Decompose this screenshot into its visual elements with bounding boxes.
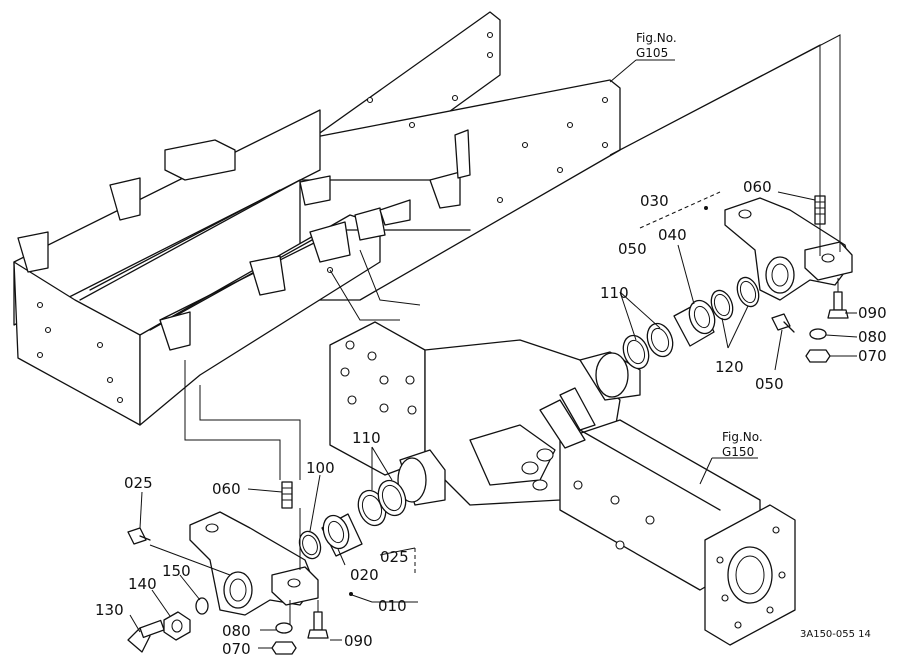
callout-025-bottom: 025 bbox=[380, 548, 409, 566]
callout-090-left: 090 bbox=[344, 632, 373, 650]
callout-140: 140 bbox=[128, 575, 157, 593]
callout-060-right: 060 bbox=[743, 178, 772, 196]
leader-lines bbox=[129, 59, 858, 649]
left-support-bracket bbox=[189, 511, 319, 616]
callout-025-top: 025 bbox=[124, 474, 153, 492]
callout-120: 120 bbox=[715, 358, 744, 376]
callout-150: 150 bbox=[162, 562, 191, 580]
fig-ref-g150-line2: G150 bbox=[722, 445, 754, 459]
fig-ref-g105-line1: Fig.No. bbox=[636, 31, 677, 45]
fig-ref-g150-line1: Fig.No. bbox=[722, 430, 763, 444]
callout-010: 010 bbox=[378, 597, 407, 615]
callout-050-top: 050 bbox=[618, 240, 647, 258]
callout-080-right: 080 bbox=[858, 328, 887, 346]
assembly-lines bbox=[149, 34, 841, 625]
callout-080-left: 080 bbox=[222, 622, 251, 640]
callout-050-bottom: 050 bbox=[755, 375, 784, 393]
fig-ref-g105-line2: G105 bbox=[636, 46, 668, 60]
callout-110-right: 110 bbox=[600, 284, 629, 302]
callout-100: 100 bbox=[306, 459, 335, 477]
front-axle-housing bbox=[329, 321, 796, 646]
callout-130: 130 bbox=[95, 601, 124, 619]
callout-060-left: 060 bbox=[212, 480, 241, 498]
callout-030: 030 bbox=[640, 192, 669, 210]
callout-110-left: 110 bbox=[352, 429, 381, 447]
callout-070-right: 070 bbox=[858, 347, 887, 365]
right-support-bracket bbox=[724, 197, 853, 301]
callout-070-left: 070 bbox=[222, 640, 251, 658]
callout-020: 020 bbox=[350, 566, 379, 584]
front-frame bbox=[13, 11, 621, 426]
callout-040: 040 bbox=[658, 226, 687, 244]
diagram-code: 3A150-055 14 bbox=[800, 629, 871, 640]
callout-090-right: 090 bbox=[858, 304, 887, 322]
bushings-and-seals bbox=[298, 276, 795, 560]
